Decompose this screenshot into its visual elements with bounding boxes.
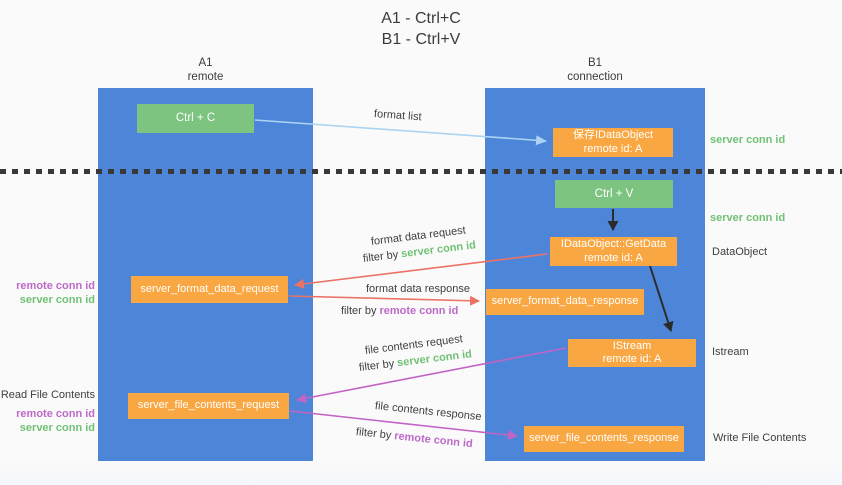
filter-by-text: filter by xyxy=(358,357,395,374)
server-conn-id-annotation-2: server conn id xyxy=(710,212,786,224)
file-contents-response-label: file contents response xyxy=(374,400,483,424)
lifeline-a1-role: remote xyxy=(187,71,224,84)
save-idataobject-line2: remote id: A xyxy=(583,142,643,155)
lifeline-b1-name: B1 xyxy=(587,57,603,69)
istream-annotation: Istream xyxy=(712,346,749,358)
ctrl-v-label: Ctrl + V xyxy=(594,187,634,200)
save-idataobject-box: 保存IDataObject remote id: A xyxy=(553,128,673,157)
server-format-data-request-box: server_format_data_request xyxy=(131,276,288,303)
server-file-contents-response-label: server_file_contents_response xyxy=(529,432,679,445)
remote-conn-id-annotation-2: remote conn id xyxy=(16,408,95,421)
idataobject-getdata-box: IDataObject::GetData remote id: A xyxy=(550,237,677,266)
server-conn-id-annotation-1: server conn id xyxy=(710,134,786,146)
read-file-contents-annotations: Read File Contents remote conn id server… xyxy=(0,388,95,435)
istream-line1: IStream xyxy=(612,339,652,352)
lifeline-b1-role: connection xyxy=(567,71,623,84)
ctrl-c-action-box: Ctrl + C xyxy=(137,104,254,133)
server-file-contents-response-box: server_file_contents_response xyxy=(524,426,684,452)
machine-boundary-dotted-line xyxy=(0,169,842,174)
filter-by-text: filter by xyxy=(362,248,399,265)
write-file-contents-annotation: Write File Contents xyxy=(713,432,807,444)
arrow-format-data-response xyxy=(288,295,480,306)
left-conn-id-annotations: remote conn id server conn id xyxy=(0,279,95,307)
save-idataobject-line1: 保存IDataObject xyxy=(572,129,654,142)
remote-conn-id-text: remote conn id xyxy=(393,430,474,451)
server-format-data-request-label: server_format_data_request xyxy=(140,282,279,295)
server-conn-id-annotation-4: server conn id xyxy=(19,422,95,435)
server-format-data-response-label: server_format_data_response xyxy=(491,295,639,308)
diagram-title-line2: B1 - Ctrl+V xyxy=(381,31,461,48)
lifeline-header-b1: B1 connection xyxy=(485,56,705,85)
format-data-response-label: format data response xyxy=(366,283,470,295)
filter-by-text: filter by xyxy=(355,426,392,442)
ctrl-c-label: Ctrl + C xyxy=(175,112,216,125)
server-file-contents-request-label: server_file_contents_request xyxy=(137,399,280,412)
dataobject-annotation: DataObject xyxy=(712,246,768,258)
lifeline-a1-name: A1 xyxy=(198,57,213,69)
remote-conn-id-annotation-1: remote conn id xyxy=(16,280,95,292)
diagram-title-line1: A1 - Ctrl+C xyxy=(381,10,461,27)
server-format-data-response-box: server_format_data_response xyxy=(486,289,644,315)
idataobject-getdata-line2: remote id: A xyxy=(584,251,643,264)
idataobject-getdata-line1: IDataObject::GetData xyxy=(560,238,667,251)
server-conn-id-annotation-3: server conn id xyxy=(19,294,95,307)
read-file-contents-annotation: Read File Contents xyxy=(0,389,95,401)
remote-conn-id-text: remote conn id xyxy=(379,305,459,317)
ctrl-v-action-box: Ctrl + V xyxy=(555,180,673,208)
lifeline-header-a1: A1 remote xyxy=(98,56,313,85)
istream-line2: remote id: A xyxy=(602,353,662,365)
istream-box: IStream remote id: A xyxy=(568,339,696,367)
format-list-label: format list xyxy=(373,108,422,124)
filter-by-text: filter by xyxy=(341,305,377,317)
server-file-contents-request-box: server_file_contents_request xyxy=(128,393,289,419)
